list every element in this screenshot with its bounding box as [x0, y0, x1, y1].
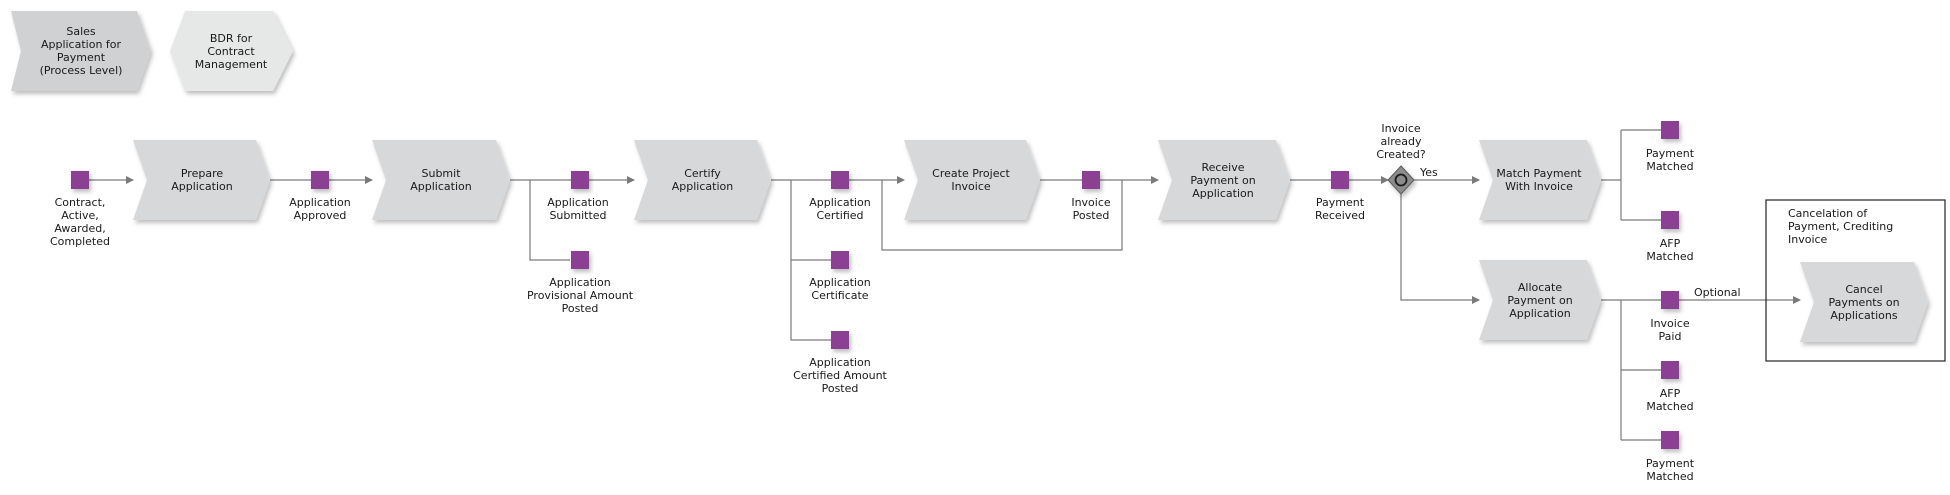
connectors — [89, 129, 1801, 441]
connector-certified-bypass — [881, 180, 1123, 251]
event-label-payment-received: Payment Received — [1314, 196, 1366, 222]
event-label-application-submitted: Application Submitted — [547, 196, 609, 222]
gateway-question-label: Invoice already Created? — [1376, 122, 1426, 161]
process-create-project-invoice[interactable] — [904, 140, 1040, 220]
nav-hexagon-bdr[interactable] — [170, 11, 293, 91]
event-payment-matched-bottom[interactable] — [1661, 431, 1679, 449]
event-label-certified-amount-posted: Application Certified Amount Posted — [793, 356, 887, 395]
process-allocate-payment[interactable] — [1479, 260, 1601, 340]
process-match-payment[interactable] — [1479, 140, 1601, 220]
event-provisional-amount-posted[interactable] — [571, 251, 589, 269]
event-label-application-approved: Application Approved — [289, 196, 351, 222]
process-prepare-application[interactable] — [133, 140, 270, 220]
event-label-invoice-posted: Invoice Posted — [1071, 196, 1111, 222]
event-label-afp-matched-top: AFP Matched — [1646, 237, 1694, 263]
event-afp-matched-bottom[interactable] — [1661, 361, 1679, 379]
event-label-payment-matched-bottom: Payment Matched — [1645, 457, 1695, 483]
process-label-prepare-application: Prepare Application — [171, 167, 233, 193]
gateway-yes-label: Yes — [1420, 166, 1438, 179]
event-payment-received[interactable] — [1331, 171, 1349, 189]
process-submit-application[interactable] — [372, 140, 510, 220]
process-label-submit-application: Submit Application — [410, 167, 472, 193]
connector-match-split — [1601, 129, 1661, 221]
process-label-cancel-payments: Cancel Payments on Applications — [1828, 282, 1900, 322]
event-invoice-paid[interactable] — [1661, 291, 1679, 309]
event-label-contract-active: Contract, Active, Awarded, Completed — [50, 196, 110, 248]
event-application-certificate[interactable] — [831, 251, 849, 269]
event-label-invoice-paid: Invoice Paid — [1650, 317, 1690, 343]
event-payment-matched-top[interactable] — [1661, 121, 1679, 139]
cancelation-group-title: Cancelation of Payment, Crediting Invoic… — [1788, 207, 1894, 246]
event-application-approved[interactable] — [311, 171, 329, 189]
process-label-allocate-payment: Allocate Payment on Application — [1507, 280, 1573, 320]
event-label-application-certificate: Application Certificate — [809, 276, 871, 302]
event-label-provisional-amount-posted: Application Provisional Amount Posted — [526, 276, 634, 315]
process-label-create-project-invoice: Create Project Invoice — [932, 167, 1010, 193]
cancelation-group-box — [1765, 199, 1946, 362]
connector-optional-label: Optional — [1694, 286, 1741, 299]
nav-process-level-label[interactable]: Sales Application for Payment (Process L… — [39, 25, 123, 77]
event-label-payment-matched-top: Payment Matched — [1645, 147, 1695, 173]
connector-certify-split — [771, 179, 831, 341]
event-afp-matched-top[interactable] — [1661, 211, 1679, 229]
event-certified-amount-posted[interactable] — [831, 331, 849, 349]
event-invoice-posted[interactable] — [1082, 171, 1100, 189]
event-contract-active[interactable] — [71, 171, 89, 189]
process-certify-application[interactable] — [634, 140, 771, 220]
process-label-certify-application: Certify Application — [671, 167, 734, 193]
connector-submit-split — [510, 179, 570, 261]
process-shapes — [133, 140, 1928, 342]
event-shapes — [71, 121, 1679, 449]
gateway-invoice-created[interactable] — [1387, 165, 1415, 195]
process-label-match-payment: Match Payment With Invoice — [1496, 167, 1582, 193]
process-receive-payment[interactable] — [1158, 140, 1290, 220]
connector-allocate-split — [1601, 299, 1661, 441]
event-label-application-certified: Application Certified — [809, 196, 871, 222]
connector-gateway-no — [1400, 194, 1480, 304]
process-cancel-payments[interactable] — [1800, 262, 1928, 342]
event-label-afp-matched-bottom: AFP Matched — [1646, 387, 1694, 413]
event-application-certified[interactable] — [831, 171, 849, 189]
process-label-receive-payment: Receive Payment on Application — [1190, 160, 1256, 200]
event-application-submitted[interactable] — [571, 171, 589, 189]
nav-chevron-process-level[interactable] — [11, 11, 151, 91]
nav-bdr-label[interactable]: BDR for Contract Management — [194, 31, 268, 71]
